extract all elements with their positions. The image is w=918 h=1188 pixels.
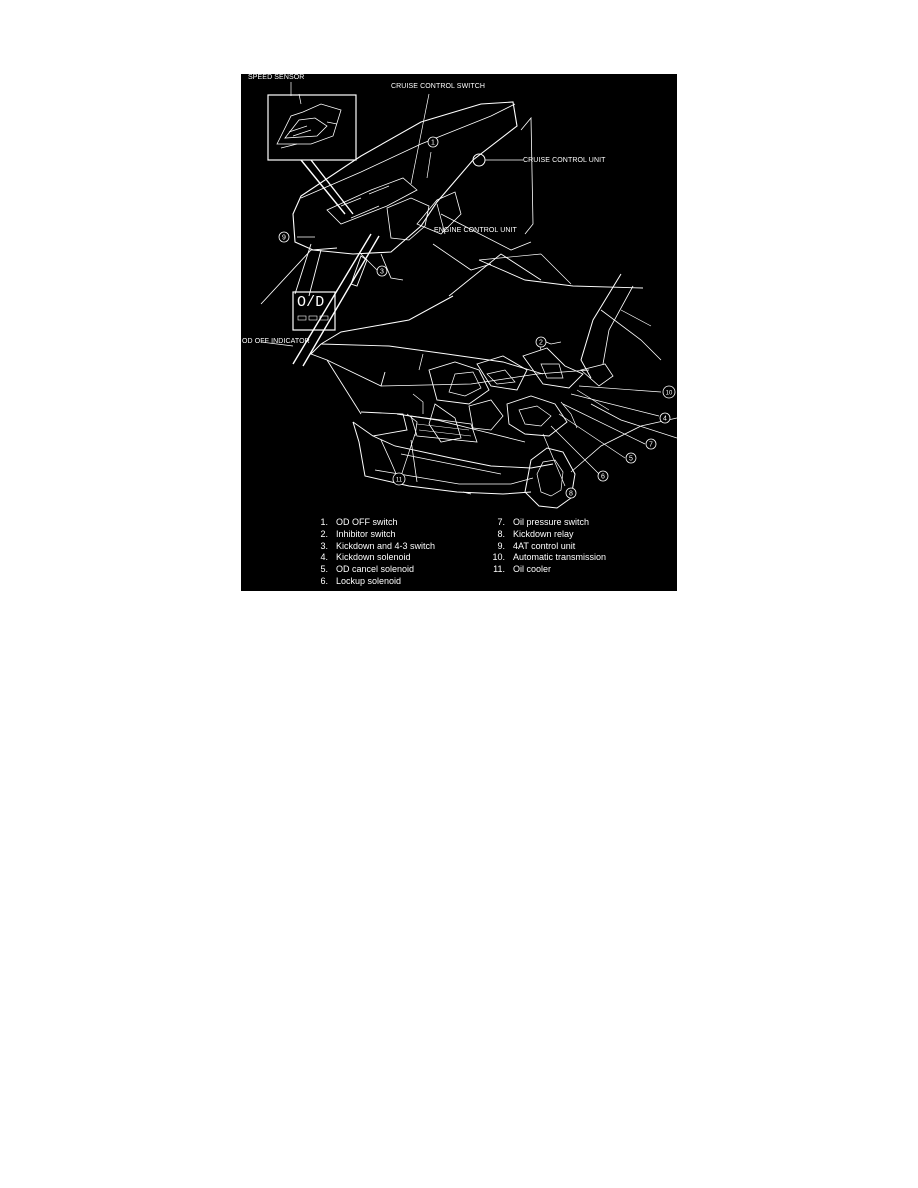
legend-item: 11.Oil cooler — [493, 564, 552, 575]
callout-4: 4 — [663, 416, 667, 423]
callout-6: 6 — [601, 474, 605, 481]
callout-4-circle — [659, 412, 671, 424]
parts-legend-right: 7.Oil pressure switch 8.Kickdown relay 9… — [490, 517, 606, 576]
cruise-control-switch-label: CRUISE CONTROL SWITCH — [391, 83, 486, 90]
callout-7: 7 — [649, 442, 653, 449]
callout-9-dash: 9 — [282, 235, 286, 242]
callout-1-dash: 1 — [431, 140, 435, 147]
callout-3: 3 — [380, 269, 384, 276]
callout-9-dash-circle — [278, 231, 290, 243]
callout-10-circle — [662, 385, 676, 399]
callout-11-circle — [392, 472, 406, 486]
legend-item: 5.OD cancel solenoid — [320, 564, 415, 575]
legend-item: 3.Kickdown and 4-3 switch — [320, 540, 436, 551]
callout-8-circle — [565, 487, 577, 499]
cruise-control-unit-label: CRUISE CONTROL UNIT — [523, 157, 606, 164]
callout-7-circle — [645, 438, 657, 450]
od-off-indicator-box — [292, 291, 336, 331]
speed-sensor-label: SPEED SENSOR — [248, 74, 305, 81]
callout-markers: 1 9 3 2 10 4 7 5 6 8 11 — [278, 136, 676, 499]
callout-2-circle — [535, 336, 547, 348]
leader-lines-engine — [400, 343, 662, 487]
legend-item: 6.Lockup solenoid — [320, 575, 402, 586]
od-indicator-glyph: O/D — [297, 294, 325, 311]
callout-6-circle — [597, 470, 609, 482]
callout-1-dash-circle — [427, 136, 439, 148]
dashboard-outline — [260, 101, 534, 367]
callout-3-circle — [376, 265, 388, 277]
parts-legend-left: 1.OD OFF switch 2.Inhibitor switch 3.Kic… — [312, 517, 435, 588]
vehicle-engine-bay — [310, 253, 677, 509]
callout-8: 8 — [569, 491, 573, 498]
leader-lines-dashboard — [260, 82, 523, 347]
engine-control-unit-label: ENGINE CONTROL UNIT — [434, 227, 517, 234]
callout-5-circle — [625, 452, 637, 464]
callout-2: 2 — [539, 340, 543, 347]
component-location-diagram: 1 9 3 2 10 4 7 5 6 8 11 SPEED SENSOR CRU… — [241, 74, 677, 591]
legend-item: 2.Inhibitor switch — [320, 528, 396, 539]
callout-5: 5 — [629, 456, 633, 463]
legend-item: 1.OD OFF switch — [320, 517, 398, 527]
legend-item: 8.Kickdown relay — [497, 528, 574, 539]
legend-item: 10.Automatic transmission — [492, 552, 607, 563]
legend-item: 4.Kickdown solenoid — [320, 552, 411, 563]
legend-item: 7.Oil pressure switch — [497, 517, 590, 527]
od-off-indicator-label: OD OFF INDICATOR — [242, 338, 310, 345]
callout-11: 11 — [396, 478, 403, 484]
legend-item: 9.4AT control unit — [497, 540, 576, 551]
diagram-artwork — [260, 82, 677, 509]
callout-10: 10 — [666, 391, 673, 397]
